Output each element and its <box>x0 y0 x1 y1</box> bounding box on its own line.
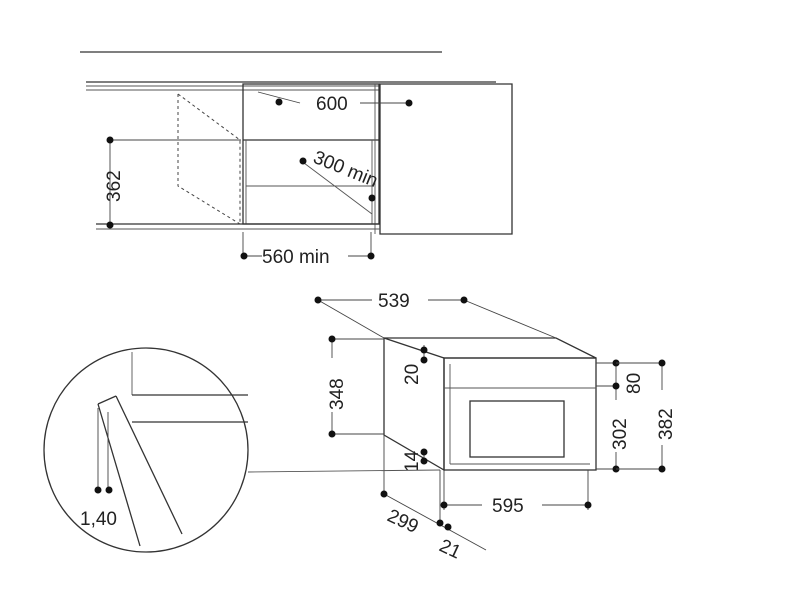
dimension-595: 595 <box>440 470 592 517</box>
dim-label-382: 382 <box>656 408 677 440</box>
dim-label-362: 362 <box>104 170 125 202</box>
dim-label-20: 20 <box>402 364 423 385</box>
dim-label-14: 14 <box>402 450 423 472</box>
dim-label-600: 600 <box>316 94 348 115</box>
dimension-382: 382 <box>616 359 677 473</box>
dim-label-299: 299 <box>384 505 422 537</box>
oven-view <box>383 337 597 472</box>
dim-label-1-40: 1,40 <box>80 509 117 530</box>
dimension-348: 348 <box>327 335 384 438</box>
dim-label-348: 348 <box>327 378 348 410</box>
cabinet-installation-view <box>80 51 513 235</box>
dim-label-300-min: 300 min <box>310 147 381 192</box>
dimension-300-min: 300 min <box>299 147 381 202</box>
dimension-80-302: 80 302 <box>596 359 645 473</box>
dimension-362: 362 <box>104 136 240 229</box>
detail-circle: 1,40 <box>43 347 441 553</box>
dimension-14: 14 <box>402 448 428 472</box>
dim-label-21: 21 <box>436 535 464 563</box>
dim-label-595: 595 <box>492 496 524 517</box>
dim-label-560-min: 560 min <box>262 247 330 268</box>
dimension-560-min: 560 min <box>240 232 375 268</box>
dimension-20: 20 <box>402 345 428 385</box>
dimension-600: 600 <box>257 91 413 115</box>
dimension-539: 539 <box>314 291 557 339</box>
dim-label-539: 539 <box>378 291 410 312</box>
dim-label-80: 80 <box>624 373 645 394</box>
dim-label-302: 302 <box>610 418 631 450</box>
